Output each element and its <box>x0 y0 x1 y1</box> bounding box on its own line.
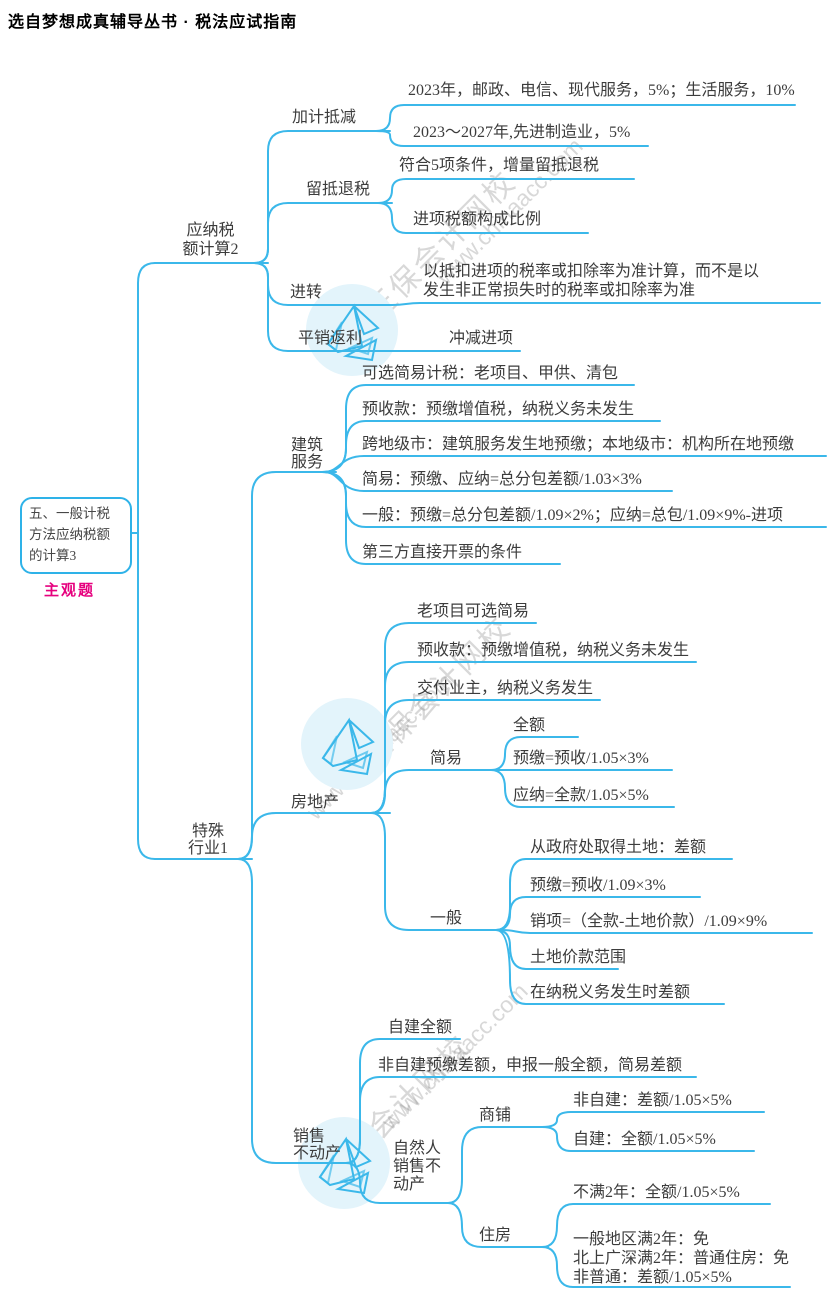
leaf-construction-cross-city: 跨地级市：建筑服务发生地预缴；本地级市：机构所在地预缴 <box>362 436 795 453</box>
edge-general-leaf2 <box>495 896 701 931</box>
leaf-re-old-project: 老项目可选简易 <box>417 603 530 620</box>
edge-construction-leaf1 <box>321 384 635 473</box>
leaf-re-delivery: 交付业主，纳税义务发生 <box>417 680 594 697</box>
leaf-re-simple-full: 全额 <box>513 717 546 734</box>
leaf-offset-input: 冲减进项 <box>449 330 514 347</box>
leaf-re-general-diff-timing: 在纳税义务发生时差额 <box>530 984 691 1001</box>
node-re-general-label: 一般 <box>430 910 463 927</box>
node-credit-refund-label: 留抵退税 <box>306 181 371 198</box>
leaf-extra-2023: 2023年，邮政、电信、现代服务，5%；生活服务，10% <box>408 82 795 99</box>
root-node: 五、一般计税方法应纳税额的计算3 <box>20 497 132 574</box>
node-sale-property-label: 销售 不动产 <box>293 1128 342 1162</box>
leaf-refund-5-conditions: 符合5项条件，增量留抵退税 <box>399 157 600 174</box>
root-node-label: 五、一般计税方法应纳税额的计算3 <box>29 506 110 563</box>
edge-simple-leaf3 <box>490 769 675 808</box>
edge-simple-leaf1 <box>490 736 579 771</box>
leaf-re-simple-prepay: 预缴=预收/1.05×3% <box>513 750 649 767</box>
edge-general-leaf3 <box>501 929 813 934</box>
node-input-transfer-label: 进转 <box>290 284 323 301</box>
leaf-re-simple-payable: 应纳=全款/1.05×5% <box>513 787 649 804</box>
leaf-re-general-output: 销项=（全款-土地价款）/1.09×9% <box>530 913 768 930</box>
leaf-input-tax-ratio: 进项税额构成比例 <box>413 211 542 228</box>
leaf-transfer-rule: 以抵扣进项的税率或扣除率为准计算，而不是以 发生非正常损失时的税率或扣除率为准 <box>423 263 760 299</box>
leaf-construction-general-formula: 一般：预缴=总分包差额/1.09×2%；应纳=总包/1.09×9%-进项 <box>362 507 783 524</box>
edge-sale-leaf2 <box>345 1076 697 1164</box>
leaf-housing-under-2y: 不满2年：全额/1.05×5% <box>573 1184 740 1201</box>
edge-shop-leaf2 <box>541 1126 755 1152</box>
edge-re-simple <box>370 769 498 814</box>
node-construction-label: 建筑 服务 <box>290 437 323 471</box>
leaf-sale-non-self-built: 非自建预缴差额，申报一般全额，简易差额 <box>378 1057 683 1074</box>
edge-re-general <box>370 812 503 931</box>
leaf-sale-self-built: 自建全额 <box>388 1019 453 1036</box>
root-tag: 主观题 <box>44 582 96 599</box>
node-extra-deduction-label: 加计抵减 <box>292 109 357 126</box>
edge-shop <box>447 1126 549 1204</box>
node-shop-label: 商铺 <box>479 1107 512 1124</box>
edge-general-leaf4 <box>495 929 619 970</box>
doc-header-title: 选自梦想成真辅导丛书 · 税法应试指南 <box>8 14 298 31</box>
edge-sale-property <box>237 858 353 1164</box>
edge-transfer-leaf <box>391 302 821 306</box>
leaf-housing-2y-rules: 一般地区满2年：免 北上广深满2年：普通住房：免 非普通：差额/1.05×5% <box>573 1231 790 1286</box>
edge-credit-refund <box>253 202 393 264</box>
edge-construction-leaf3 <box>323 455 827 473</box>
leaf-shop-self-built: 自建：全额/1.05×5% <box>573 1131 716 1148</box>
leaf-construction-prepayment: 预收款：预缴增值税，纳税义务未发生 <box>362 401 635 418</box>
edge-shop-leaf1 <box>541 1111 765 1128</box>
leaf-construction-simple-option: 可选简易计税：老项目、甲供、清包 <box>362 365 619 382</box>
node-natural-person-label: 自然人 销售不 动产 <box>393 1140 442 1193</box>
branch-tax-calc-label: 应纳税 额计算2 <box>182 222 239 258</box>
leaf-construction-third-party: 第三方直接开票的条件 <box>362 544 523 561</box>
edge-refund-leaf2 <box>377 202 589 234</box>
leaf-re-general-land: 从政府处取得土地：差额 <box>530 839 707 856</box>
node-re-simple-label: 简易 <box>430 750 463 767</box>
leaf-shop-non-self-built: 非自建：差额/1.05×5% <box>573 1092 732 1109</box>
edge-extra-leaf2 <box>375 130 649 147</box>
leaf-re-prepayment: 预收款：预缴增值税，纳税义务未发生 <box>417 642 690 659</box>
edge-construction-leaf6 <box>321 471 561 565</box>
edge-extra-leaf1 <box>375 104 796 132</box>
node-housing-label: 住房 <box>479 1227 512 1244</box>
node-real-estate-label: 房地产 <box>291 794 340 811</box>
branch-special-industries-label: 特殊 行业1 <box>187 823 228 857</box>
leaf-re-general-prepay: 预缴=预收/1.09×3% <box>530 877 666 894</box>
edge-real-estate <box>237 812 391 860</box>
leaf-re-general-land-scope: 土地价款范围 <box>530 949 627 966</box>
edge-refund-leaf1 <box>377 178 635 204</box>
edge-flat-rebate <box>253 262 393 352</box>
edge-natural-person <box>345 1162 453 1204</box>
node-flat-rebate-label: 平销返利 <box>298 330 363 347</box>
edge-house <box>447 1202 549 1248</box>
edge-general-leaf5 <box>495 929 725 1005</box>
edge-house-leaf2 <box>541 1246 791 1288</box>
leaf-construction-simple-formula: 简易：预缴、应纳=总分包差额/1.03×3% <box>362 471 642 488</box>
leaf-extra-2023-2027: 2023～2027年,先进制造业，5% <box>413 124 631 141</box>
watermark-logo <box>300 697 394 791</box>
edge-trunk <box>137 262 156 860</box>
edge-house-leaf1 <box>541 1203 771 1248</box>
